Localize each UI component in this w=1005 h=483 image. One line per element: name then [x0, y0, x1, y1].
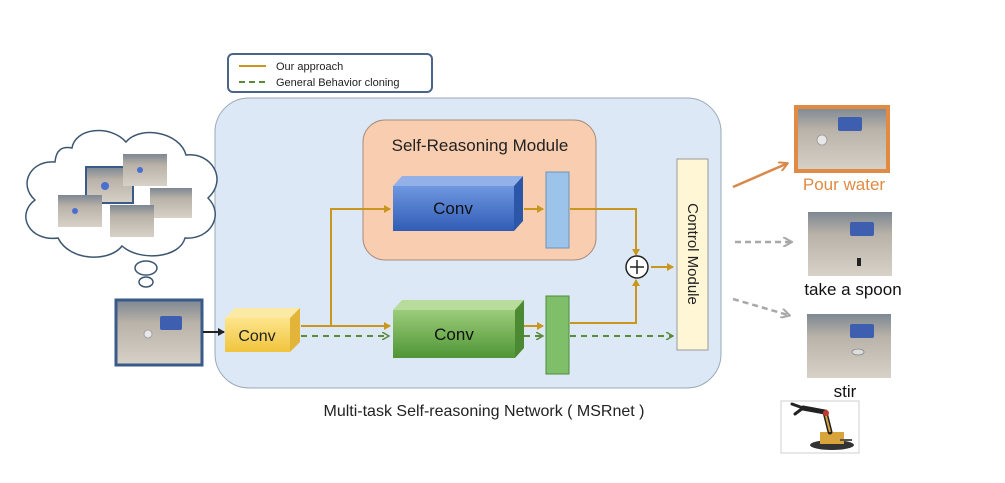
- self-reasoning-conv-block: Conv: [393, 176, 523, 231]
- output-label-take-spoon: take a spoon: [804, 280, 901, 299]
- self-reasoning-feature-bar: [545, 171, 570, 249]
- input-conv-label: Conv: [238, 328, 275, 345]
- our-approach-paths: [301, 205, 674, 330]
- self-reasoning-module: Self-Reasoning Module Conv: [362, 119, 597, 261]
- self-reasoning-title: Self-Reasoning Module: [392, 136, 569, 155]
- bc-feature-bar: [545, 295, 570, 375]
- bc-conv-block: Conv: [393, 300, 524, 358]
- self-reasoning-conv-label: Conv: [433, 199, 473, 218]
- output-take-spoon: take a spoon: [804, 212, 902, 299]
- bc-conv-label: Conv: [434, 325, 474, 344]
- output-label-pour-water: Pour water: [803, 175, 886, 194]
- legend: Our approach General Behavior cloning: [227, 53, 433, 93]
- input-image: [114, 298, 204, 367]
- robot-arm-icon: [780, 400, 860, 454]
- output-label-stir: stir: [834, 382, 857, 401]
- input-conv-block: Conv: [225, 308, 300, 352]
- legend-our-approach: Our approach: [276, 61, 343, 73]
- output-pour-water: Pour water: [794, 105, 890, 194]
- control-module: Control Module: [676, 158, 709, 351]
- control-module-label: Control Module: [684, 203, 701, 305]
- network-caption: Multi-task Self-reasoning Network ( MSRn…: [324, 403, 645, 420]
- output-stir: stir: [807, 314, 891, 401]
- output-arrow-stir: [732, 297, 788, 315]
- legend-general-bc: General Behavior cloning: [276, 77, 400, 89]
- combine-node: [625, 255, 649, 279]
- thought-cloud-icon: [25, 129, 218, 288]
- output-arrow-selected: [732, 164, 786, 189]
